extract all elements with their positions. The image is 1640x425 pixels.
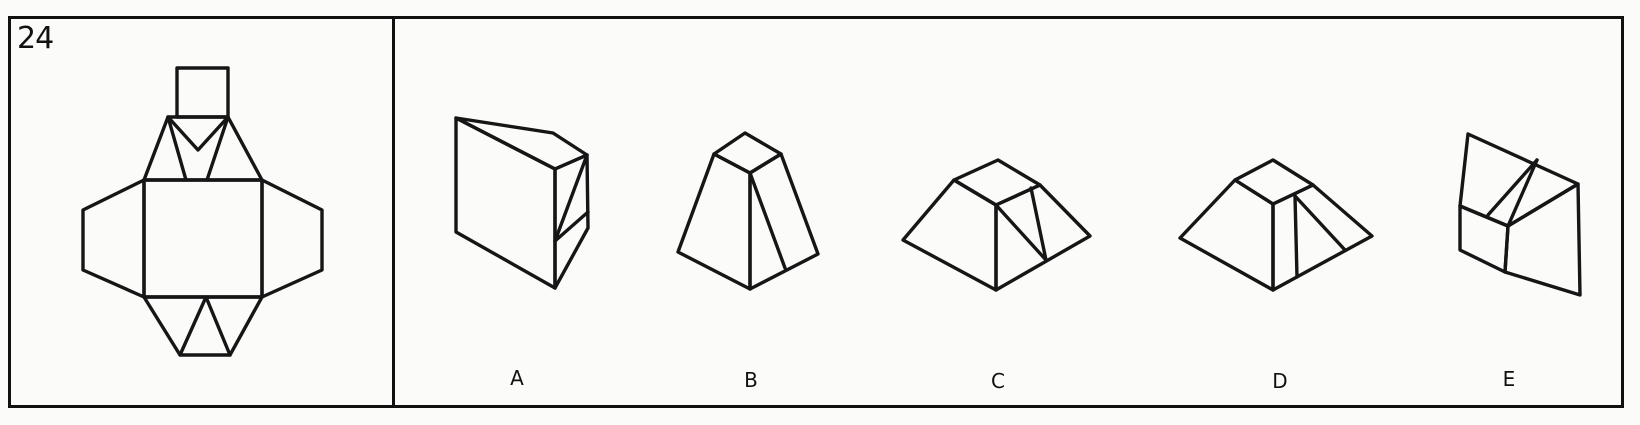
c-top-face xyxy=(952,158,1042,207)
option-a-figure[interactable] xyxy=(454,116,590,290)
net-center-rectangle xyxy=(142,178,264,299)
option-c-figure[interactable] xyxy=(901,158,1092,292)
d-top-face xyxy=(1233,158,1315,206)
a-right-face xyxy=(553,153,590,290)
d-inner-line-1 xyxy=(1293,194,1299,279)
option-a-label[interactable]: A xyxy=(510,366,524,390)
net-top-line-right xyxy=(205,115,230,182)
c-inner-line-2 xyxy=(1029,186,1048,262)
a-top-face xyxy=(454,116,589,171)
b-inner-line xyxy=(748,171,787,270)
e-inner-line-1 xyxy=(1486,158,1539,217)
puzzle-frame: 24 xyxy=(8,16,1624,408)
net-top-trapezoid xyxy=(142,115,264,182)
net-bottom-inner-triangle xyxy=(178,295,232,357)
b-left-face xyxy=(676,152,752,291)
option-c-label[interactable]: C xyxy=(991,369,1005,393)
a-right-diagonal xyxy=(553,153,589,243)
b-top-face xyxy=(712,131,783,175)
net-top-line-left xyxy=(166,115,188,182)
option-b-label[interactable]: B xyxy=(744,368,758,392)
c-right-face xyxy=(994,183,1092,292)
net-right-hexagon-half xyxy=(260,178,324,299)
net-top-inner-triangle xyxy=(166,115,230,152)
e-left-face xyxy=(1458,204,1510,274)
e-right-face xyxy=(1503,182,1582,297)
d-inner-line-2 xyxy=(1293,194,1347,252)
net-panel: 24 xyxy=(11,19,395,405)
option-d-label[interactable]: D xyxy=(1272,369,1288,393)
d-right-face xyxy=(1271,183,1374,292)
option-d-figure[interactable] xyxy=(1178,158,1374,292)
a-right-horizontal xyxy=(553,210,590,243)
question-number: 24 xyxy=(17,21,54,56)
net-left-hexagon-half xyxy=(81,178,146,299)
b-right-face xyxy=(748,152,820,291)
option-b-figure[interactable] xyxy=(676,131,820,291)
option-e-label[interactable]: E xyxy=(1502,367,1516,391)
c-inner-line-1 xyxy=(994,203,1048,262)
unfolded-net xyxy=(81,66,324,357)
net-top-square xyxy=(175,66,230,119)
option-e-figure[interactable] xyxy=(1458,132,1582,297)
e-inner-line-2 xyxy=(1506,158,1539,228)
c-left-face xyxy=(901,178,998,292)
d-left-face xyxy=(1178,178,1275,292)
